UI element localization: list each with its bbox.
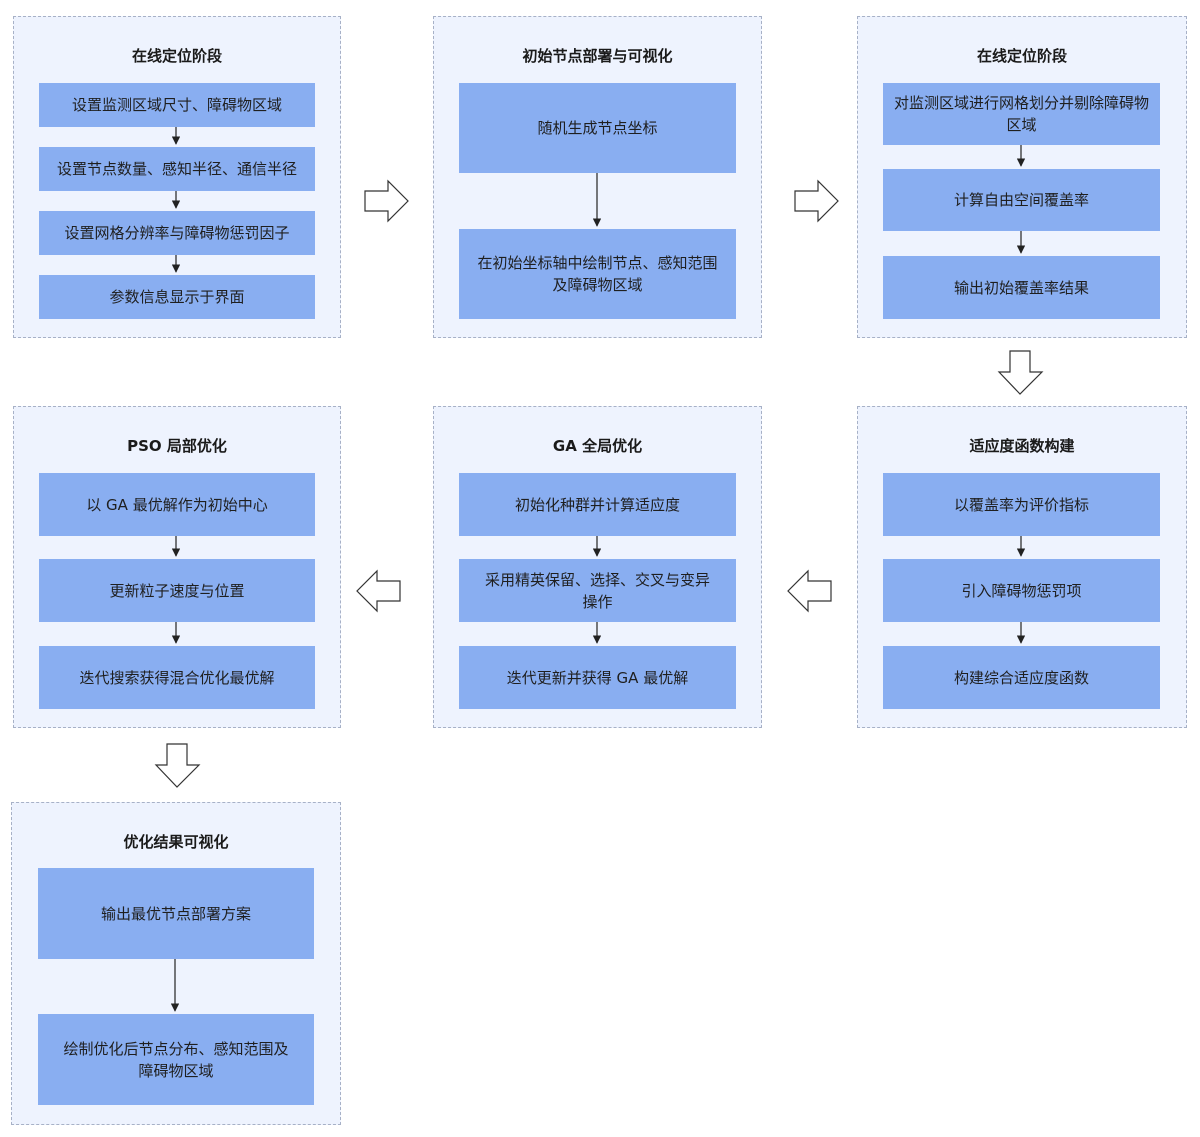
step-pso-init-center: 以 GA 最优解作为初始中心 — [39, 473, 315, 536]
panel-setup-stage: 在线定位阶段 设置监测区域尺寸、障碍物区域 设置节点数量、感知半径、通信半径 设… — [13, 16, 341, 338]
step-hybrid-best: 迭代搜索获得混合优化最优解 — [39, 646, 315, 709]
panel-title: 在线定位阶段 — [976, 47, 1067, 65]
step-display-params: 参数信息显示于界面 — [39, 275, 315, 319]
step-draw-optimized-plot: 绘制优化后节点分布、感知范围及障碍物区域 — [38, 1014, 314, 1105]
step-grid-partition: 对监测区域进行网格划分并剔除障碍物区域 — [883, 83, 1160, 145]
panel-coverage-stage: 在线定位阶段 对监测区域进行网格划分并剔除障碍物区域 计算自由空间覆盖率 输出初… — [857, 16, 1187, 338]
panel-title: GA 全局优化 — [552, 437, 643, 455]
step-init-population: 初始化种群并计算适应度 — [459, 473, 736, 536]
step-set-area-obstacles: 设置监测区域尺寸、障碍物区域 — [39, 83, 315, 127]
step-output-best-plan: 输出最优节点部署方案 — [38, 868, 314, 959]
step-build-fitness: 构建综合适应度函数 — [883, 646, 1160, 709]
flow-arrow-right — [364, 179, 409, 223]
step-random-coordinates: 随机生成节点坐标 — [459, 83, 736, 173]
panel-result-visualization: 优化结果可视化 输出最优节点部署方案 绘制优化后节点分布、感知范围及障碍物区域 — [11, 802, 341, 1125]
flow-arrow-left — [356, 569, 401, 613]
step-draw-initial-plot: 在初始坐标轴中绘制节点、感知范围及障碍物区域 — [459, 229, 736, 319]
step-obstacle-penalty: 引入障碍物惩罚项 — [883, 559, 1160, 622]
flow-arrow-down — [997, 350, 1044, 395]
step-set-node-params: 设置节点数量、感知半径、通信半径 — [39, 147, 315, 191]
step-coverage-metric: 以覆盖率为评价指标 — [883, 473, 1160, 536]
panel-title: 优化结果可视化 — [123, 833, 229, 851]
panel-fitness-function: 适应度函数构建 以覆盖率为评价指标 引入障碍物惩罚项 构建综合适应度函数 — [857, 406, 1187, 728]
flow-arrow-down — [154, 743, 201, 788]
panel-title: PSO 局部优化 — [127, 437, 227, 455]
flow-arrow-right — [794, 179, 839, 223]
flow-arrow-left — [787, 569, 832, 613]
panel-pso-optimization: PSO 局部优化 以 GA 最优解作为初始中心 更新粒子速度与位置 迭代搜索获得… — [13, 406, 341, 728]
panel-ga-optimization: GA 全局优化 初始化种群并计算适应度 采用精英保留、选择、交叉与变异操作 迭代… — [433, 406, 762, 728]
step-update-particles: 更新粒子速度与位置 — [39, 559, 315, 622]
step-set-grid-penalty: 设置网格分辨率与障碍物惩罚因子 — [39, 211, 315, 255]
step-ga-best: 迭代更新并获得 GA 最优解 — [459, 646, 736, 709]
panel-title: 初始节点部署与可视化 — [522, 47, 673, 65]
step-compute-coverage: 计算自由空间覆盖率 — [883, 169, 1160, 231]
step-genetic-operations: 采用精英保留、选择、交叉与变异操作 — [459, 559, 736, 622]
panel-title: 在线定位阶段 — [131, 47, 222, 65]
step-output-initial-coverage: 输出初始覆盖率结果 — [883, 256, 1160, 319]
panel-title: 适应度函数构建 — [969, 437, 1075, 455]
